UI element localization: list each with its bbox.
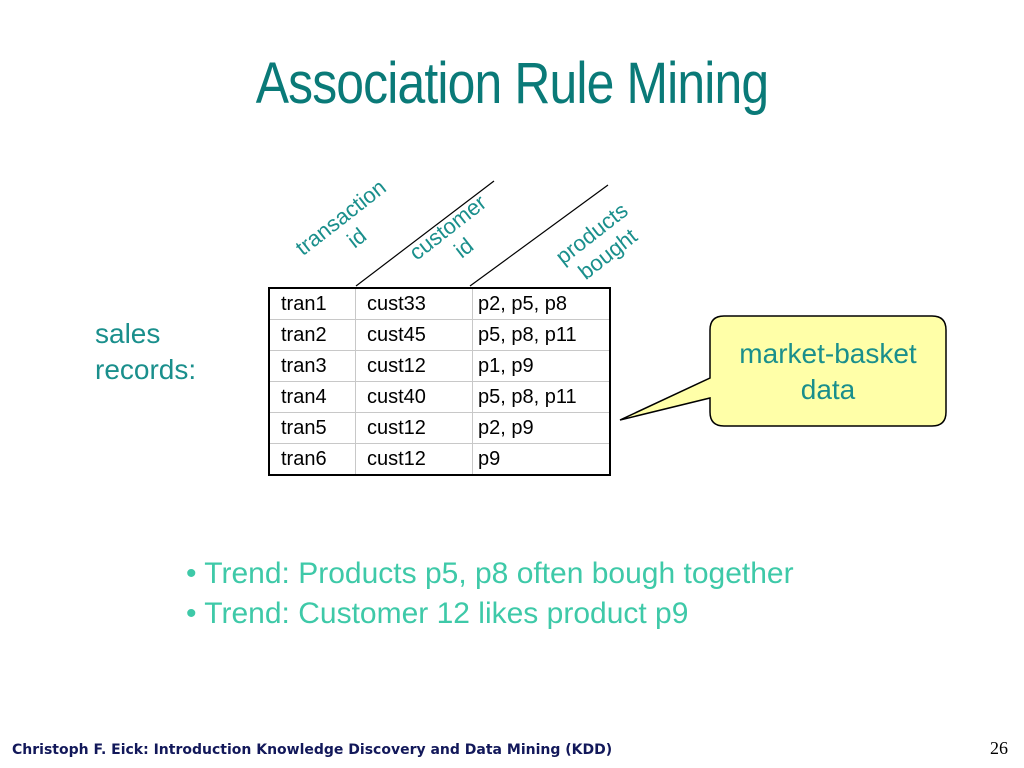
customer-id-cell: cust40 — [355, 381, 473, 413]
sales-records-label: sales records: — [95, 316, 196, 388]
callout-line: data — [800, 374, 856, 405]
transaction-id-cell: tran6 — [268, 443, 356, 476]
customer-id-cell: cust12 — [355, 350, 473, 382]
customer-id-cell: cust33 — [355, 287, 473, 320]
callout-line: market-basket — [739, 338, 917, 369]
footer-text: Christoph F. Eick: Introduction Knowledg… — [12, 742, 613, 758]
products-cell: p2, p5, p8 — [472, 287, 611, 320]
customer-id-cell: cust12 — [355, 412, 473, 444]
sales-label-line: records: — [95, 354, 197, 385]
sales-label-line: sales — [95, 318, 161, 349]
callout-text: market-basket data — [710, 336, 946, 408]
bullet-item: • Trend: Products p5, p8 often bough tog… — [186, 557, 794, 590]
products-cell: p2, p9 — [472, 412, 611, 444]
customer-id-cell: cust45 — [355, 319, 473, 351]
products-cell: p1, p9 — [472, 350, 611, 382]
callout-bubble — [619, 315, 947, 427]
slide-title: Association Rule Mining — [255, 51, 769, 116]
bullet-item: • Trend: Customer 12 likes product p9 — [186, 597, 689, 630]
transaction-id-cell: tran4 — [268, 381, 356, 413]
diagonal-line-customer — [355, 180, 495, 287]
transaction-id-cell: tran5 — [268, 412, 356, 444]
page-number: 26 — [990, 738, 1008, 758]
products-cell: p9 — [472, 443, 611, 476]
transaction-id-cell: tran2 — [268, 319, 356, 351]
transaction-id-cell: tran3 — [268, 350, 356, 382]
transaction-id-cell: tran1 — [268, 287, 356, 320]
products-cell: p5, p8, p11 — [472, 381, 611, 413]
diagonal-line-products — [469, 184, 609, 287]
trend-bullets: • Trend: Products p5, p8 often bough tog… — [186, 554, 794, 634]
customer-id-cell: cust12 — [355, 443, 473, 476]
products-cell: p5, p8, p11 — [472, 319, 611, 351]
